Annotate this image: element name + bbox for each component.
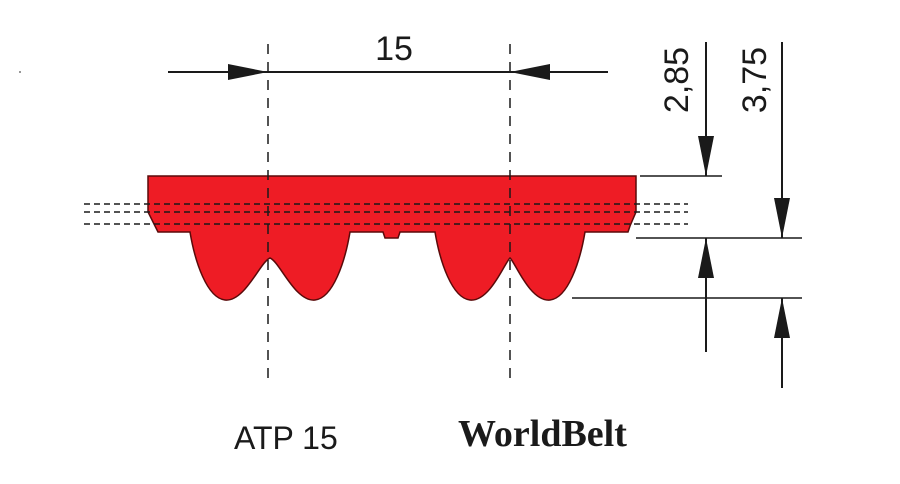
tension-cord-lines [84, 203, 688, 225]
belt-profile-shape [147, 175, 637, 301]
arrow-down-icon [774, 198, 790, 238]
profile-label: ATP 15 [234, 420, 338, 456]
arrow-up-icon [698, 238, 714, 278]
stray-dot [19, 71, 21, 73]
arrow-right-icon [228, 64, 268, 80]
arrow-left-icon [510, 64, 550, 80]
pitch-dimension [168, 64, 608, 80]
pitch-value: 15 [375, 30, 413, 68]
total-height-dimension [774, 42, 790, 388]
tooth-height-dimension [698, 42, 714, 352]
tooth-height-value: 2,85 [658, 47, 696, 113]
brand-label: WorldBelt [458, 413, 627, 455]
total-height-value: 3,75 [736, 47, 774, 113]
arrow-up-icon [774, 298, 790, 338]
pitch-center-lines [267, 44, 511, 386]
arrow-down-icon [698, 136, 714, 176]
height-extension-lines [572, 175, 802, 299]
